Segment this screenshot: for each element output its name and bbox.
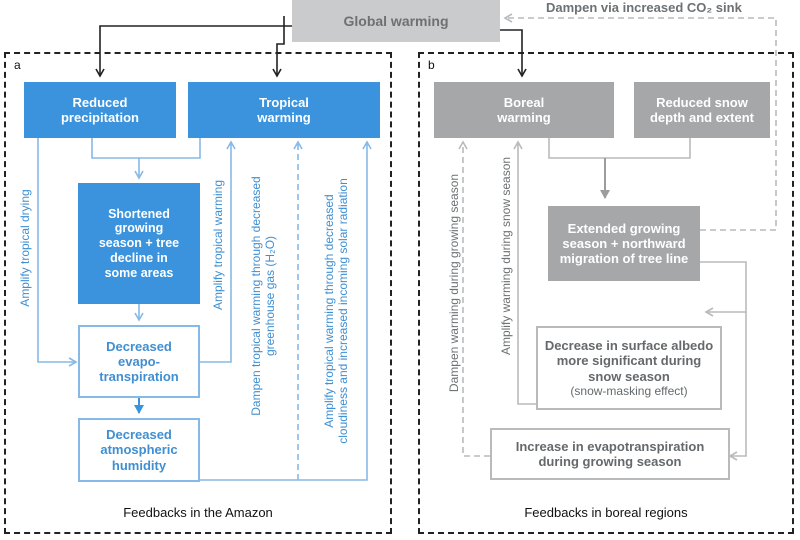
panel-b-caption: Feedbacks in boreal regions <box>524 505 688 520</box>
reduced-precipitation-box: Reduced precipitation <box>24 82 176 138</box>
arrow-boreal-to-extended <box>548 138 605 159</box>
arrow-gw-to-tropical <box>272 16 285 78</box>
arrow-precip-to-shortened <box>91 138 144 180</box>
panel-a-letter: a <box>14 58 21 72</box>
surface-albedo-box: Decrease in surface albedo more signific… <box>536 326 722 410</box>
arrow-extended-to-albedo <box>700 261 747 317</box>
arrow-tropical-to-shortened <box>139 138 201 159</box>
panel-amazon <box>4 52 392 534</box>
extended-growing-season-box: Extended growing season + northward migr… <box>548 206 700 281</box>
arrow-humidity-to-tropical <box>200 140 372 481</box>
amplify-tropical-warming-label: Amplify tropical warming <box>211 179 225 311</box>
dampen-growing-season-label: Dampen warming during growing season <box>447 173 461 393</box>
panel-boreal <box>418 52 794 534</box>
arrow-snow-to-extended <box>605 138 691 159</box>
dampen-co2-sink-label: Dampen via increased CO₂ sink <box>546 0 742 15</box>
panel-a-caption: Feedbacks in the Amazon <box>123 505 273 520</box>
panel-b-letter: b <box>428 58 435 72</box>
snow-masking-note: (snow-masking effect) <box>570 383 688 398</box>
arrow-precip-to-evapo <box>37 138 78 367</box>
boreal-warming-box: Boreal warming <box>434 82 614 138</box>
shortened-growing-season-box: Shortened growing season + tree decline … <box>78 183 200 304</box>
tropical-warming-box: Tropical warming <box>188 82 380 138</box>
amplify-tropical-drying-label: Amplify tropical drying <box>18 189 32 307</box>
arrow-evapo-to-tropical <box>200 140 236 363</box>
global-warming-box: Global warming <box>292 0 500 42</box>
decreased-evapotranspiration-box: Decreased evapo- transpiration <box>78 325 200 398</box>
arrow-albedo-to-boreal <box>513 140 536 405</box>
reduced-snow-box: Reduced snow depth and extent <box>634 82 770 138</box>
arrow-extended-to-evapotrans <box>728 312 747 461</box>
decreased-humidity-box: Decreased atmospheric humidity <box>78 418 200 482</box>
arrow-extended-to-gw-co2 <box>503 13 777 231</box>
evapotranspiration-increase-box: Increase in evapotranspiration during gr… <box>490 428 730 480</box>
surface-albedo-text: Decrease in surface albedo more signific… <box>544 337 714 384</box>
dampen-tropical-ghg-label: Dampen tropical warming through decrease… <box>249 176 278 416</box>
amplify-snow-season-label: Amplify warming during snow season <box>499 156 513 356</box>
amplify-cloudiness-label: Amplify tropical warming through decreas… <box>322 178 351 444</box>
